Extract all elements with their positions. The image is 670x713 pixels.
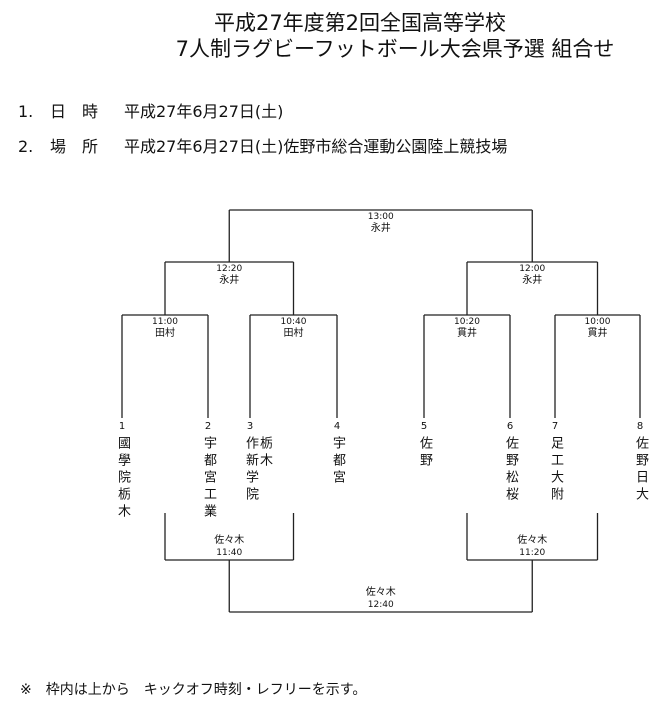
info-value: 平成27年6月27日(土) [124, 102, 284, 121]
match-cons-right-time: 11:20 [519, 548, 545, 558]
team-number: 5 [421, 421, 427, 432]
team-number: 6 [507, 421, 513, 432]
team-name: 佐野 [417, 436, 432, 470]
match-semi-right-referee: 永井 [522, 273, 542, 286]
info-venue: 2. 場 所 平成27年6月27日(土)佐野市総合運動公園陸上競技場 [18, 133, 507, 157]
team-number: 3 [247, 421, 253, 432]
team-name: 宇都宮 [330, 436, 345, 487]
team-name: 國學院栃木 [115, 436, 130, 521]
match-semi-left-time: 12:20 [216, 264, 242, 274]
match-final-time: 13:00 [368, 212, 394, 222]
team-number: 2 [205, 421, 211, 432]
info-number: 1. [18, 102, 34, 121]
info-number: 2. [18, 137, 34, 156]
title-line-1: 平成27年度第2回全国高等学校 [213, 11, 507, 35]
match-semi-left-referee: 永井 [219, 273, 239, 286]
info-value: 平成27年6月27日(土)佐野市総合運動公園陸上競技場 [124, 137, 508, 156]
team-number: 4 [334, 421, 340, 432]
team-number: 7 [552, 421, 558, 432]
match-r1-c-referee: 貫井 [457, 326, 477, 339]
info-label: 日 時 [50, 102, 99, 121]
title-line-2: 7人制ラグビーフットボール大会県予選 組合せ [175, 37, 615, 61]
match-semi-right-time: 12:00 [519, 264, 545, 274]
match-final-referee: 永井 [371, 221, 391, 234]
match-r1-a-referee: 田村 [155, 326, 175, 339]
match-cons-left-referee: 佐々木 [214, 534, 244, 546]
match-r1-a-time: 11:00 [152, 317, 178, 327]
team-number: 1 [119, 421, 125, 432]
match-r1-d-time: 10:00 [585, 317, 611, 327]
team-name: 佐野松桜 [503, 436, 518, 504]
footnote: ※ 枠内は上から キックオフ時刻・レフリーを示す。 [20, 682, 367, 698]
match-r1-c-time: 10:20 [454, 317, 480, 327]
match-r1-d-referee: 貫井 [588, 326, 608, 339]
info-label: 場 所 [50, 137, 99, 156]
team-number: 8 [637, 421, 643, 432]
match-r1-b-referee: 田村 [284, 326, 304, 339]
match-cons-right-referee: 佐々木 [517, 534, 547, 546]
page-title: 平成27年度第2回全国高等学校 7人制ラグビーフットボール大会県予選 組合せ [0, 10, 670, 62]
team-name: 足工大附 [548, 436, 563, 504]
match-cons-final-referee: 佐々木 [366, 586, 396, 598]
team-name: 宇都宮工業 [201, 436, 216, 521]
team-name: 佐野日大 [633, 436, 648, 504]
team-name: 作新学院 [243, 436, 258, 504]
match-cons-final-time: 12:40 [368, 600, 394, 610]
team-name-2: 栃木 [257, 436, 272, 470]
info-date: 1. 日 時 平成27年6月27日(土) [18, 98, 283, 122]
match-cons-left-time: 11:40 [216, 548, 242, 558]
match-r1-b-time: 10:40 [281, 317, 307, 327]
